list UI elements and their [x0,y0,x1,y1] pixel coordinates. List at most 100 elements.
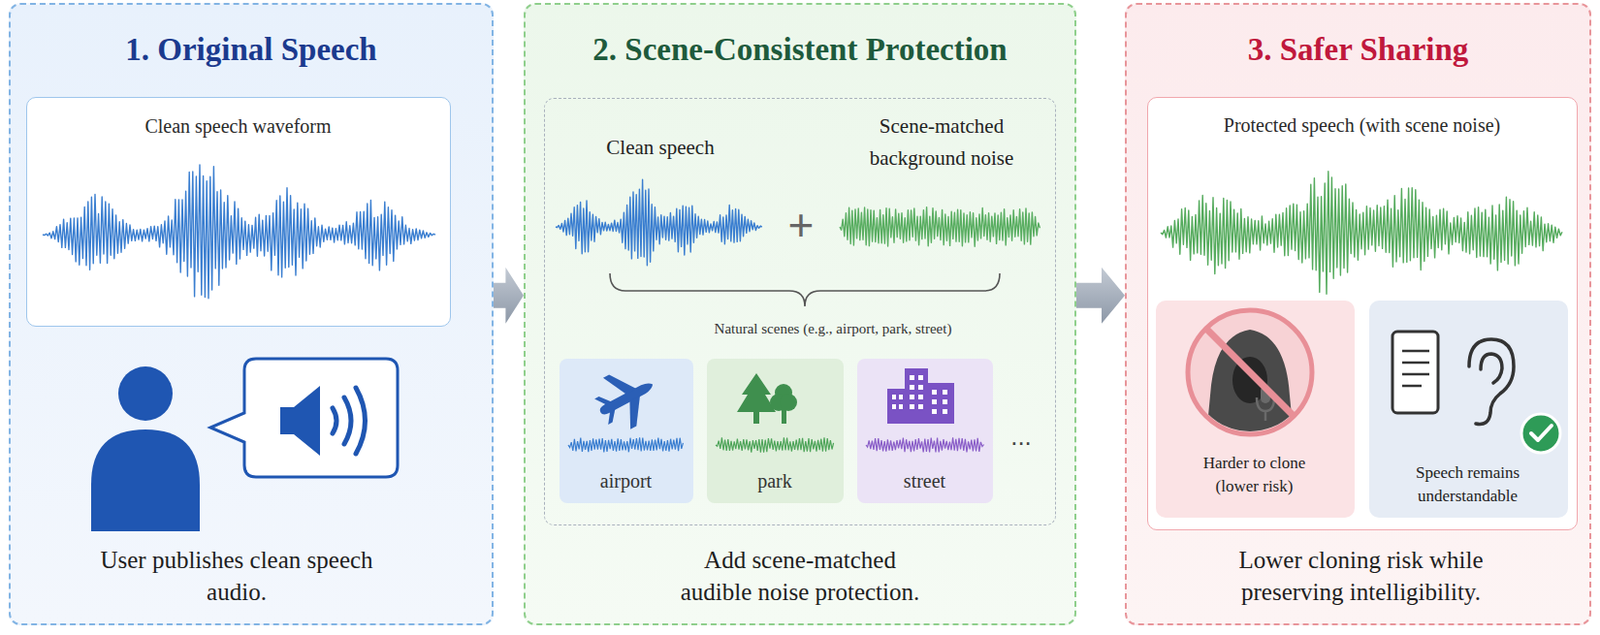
check-mark [1531,425,1552,441]
scene-tile: street [857,358,993,504]
mic-stand [1256,397,1275,421]
windows [892,375,948,415]
hood [1206,329,1294,437]
graphic-part [909,384,915,390]
graphic-part [931,409,937,415]
panel-title: 3. Safer Sharing [1126,30,1590,70]
sound-wave [332,408,337,434]
plane-tail [594,392,612,409]
speech-bubble [210,358,398,478]
building [904,368,928,424]
scene-waveform [715,437,834,453]
result-box: Protected speech (with scene noise) Harde… [1147,96,1578,531]
box-label: Clean speech waveform [27,114,449,139]
buildings-icon [887,368,955,424]
noise-waveform [839,207,1040,248]
tree-crown [774,384,793,402]
scene-box: Clean speech Scene-matched background noi… [544,97,1056,526]
flow-arrow [1076,267,1125,324]
graphic-part [898,404,903,410]
graphic-part [898,394,903,400]
stage-panel: 1. Original SpeechUser publishes clean s… [8,2,494,626]
graphic-part [931,399,937,405]
graphic-part [909,375,915,381]
building [926,383,955,424]
sound-wave [344,397,352,445]
flow-arrow [493,267,524,324]
graphic-part [892,394,896,400]
scene-tile: airport [559,358,694,504]
graphic-part [909,394,915,400]
graphic-part [942,389,948,395]
scene-waveform [865,437,985,452]
graphic-part [892,404,896,410]
tree-crown [779,393,798,412]
graphic-part [942,409,948,415]
no-cloning-icon [1187,310,1312,437]
tree-icon [736,373,798,424]
bubble-outline [210,358,398,478]
plane-body [598,380,656,416]
person-body [91,429,200,532]
graphic-part [931,389,937,395]
graphic-part [942,399,948,405]
risk-card: Harder to clone (lower risk) [1155,300,1355,518]
scene-caption: Natural scenes (e.g., airport, park, str… [639,320,1027,339]
panel-caption: User publishes clean speech audio. [96,544,378,608]
graphic-part [918,404,924,410]
document-lines [1402,351,1430,386]
person-icon [91,366,200,532]
grouping-brace [609,273,1000,307]
panel-title: 2. Scene-Consistent Protection [525,30,1075,70]
waveform-box: Clean speech waveform [26,96,451,327]
panel-caption: Lower cloning risk while preserving inte… [1193,544,1529,608]
graphic-part [918,394,924,400]
person-head [118,366,173,421]
prohibition-circle [1187,310,1312,435]
plane-wing [618,395,652,430]
tile-label: airport [559,469,694,494]
panel-title: 1. Original Speech [10,30,492,70]
tree-trunk [753,411,760,424]
microphone [1260,385,1271,404]
plane-tail [603,409,621,425]
graphic-part [918,384,924,390]
building [887,388,907,424]
graphic-part [909,404,915,410]
speech-waveform [555,179,763,265]
tree-trunk [781,407,787,424]
stage-panel: 3. Safer SharingLower cloning risk while… [1124,2,1592,626]
ear-outline [1469,339,1514,425]
stage-panel: 2. Scene-Consistent ProtectionAdd scene-… [523,2,1077,626]
check-circle [1521,414,1561,453]
tree-crown [769,393,788,412]
pine-tree [736,373,776,413]
sound-wave [355,387,366,454]
box-label: Clean speech [563,134,758,160]
scene-waveform [568,437,683,452]
document-sheet [1392,331,1439,414]
prohibition-slash [1206,328,1294,416]
hooded-figure [1206,329,1294,437]
box-label: Protected speech (with scene noise) [1148,113,1576,138]
graphic-part [918,375,924,381]
speaker-icon [280,385,320,456]
face-shadow [1232,356,1268,404]
card-label: Harder to clone (lower risk) [1182,451,1328,499]
benefit-card: Speech remains understandable [1369,300,1568,518]
ear-icon [1469,339,1514,425]
tile-label: street [857,469,993,494]
box-label: Scene-matched background noise [849,110,1034,175]
ear-inner [1480,353,1503,384]
plane-wing [603,366,637,401]
speech-waveform [42,164,436,299]
airplane-icon [586,358,667,439]
document-icon [1392,331,1439,414]
card-label: Speech remains understandable [1395,461,1541,509]
protected-waveform [1160,171,1563,294]
tile-label: park [706,469,844,494]
panel-caption: Add scene-matched audible noise protecti… [668,544,932,608]
check-badge [1521,414,1561,453]
